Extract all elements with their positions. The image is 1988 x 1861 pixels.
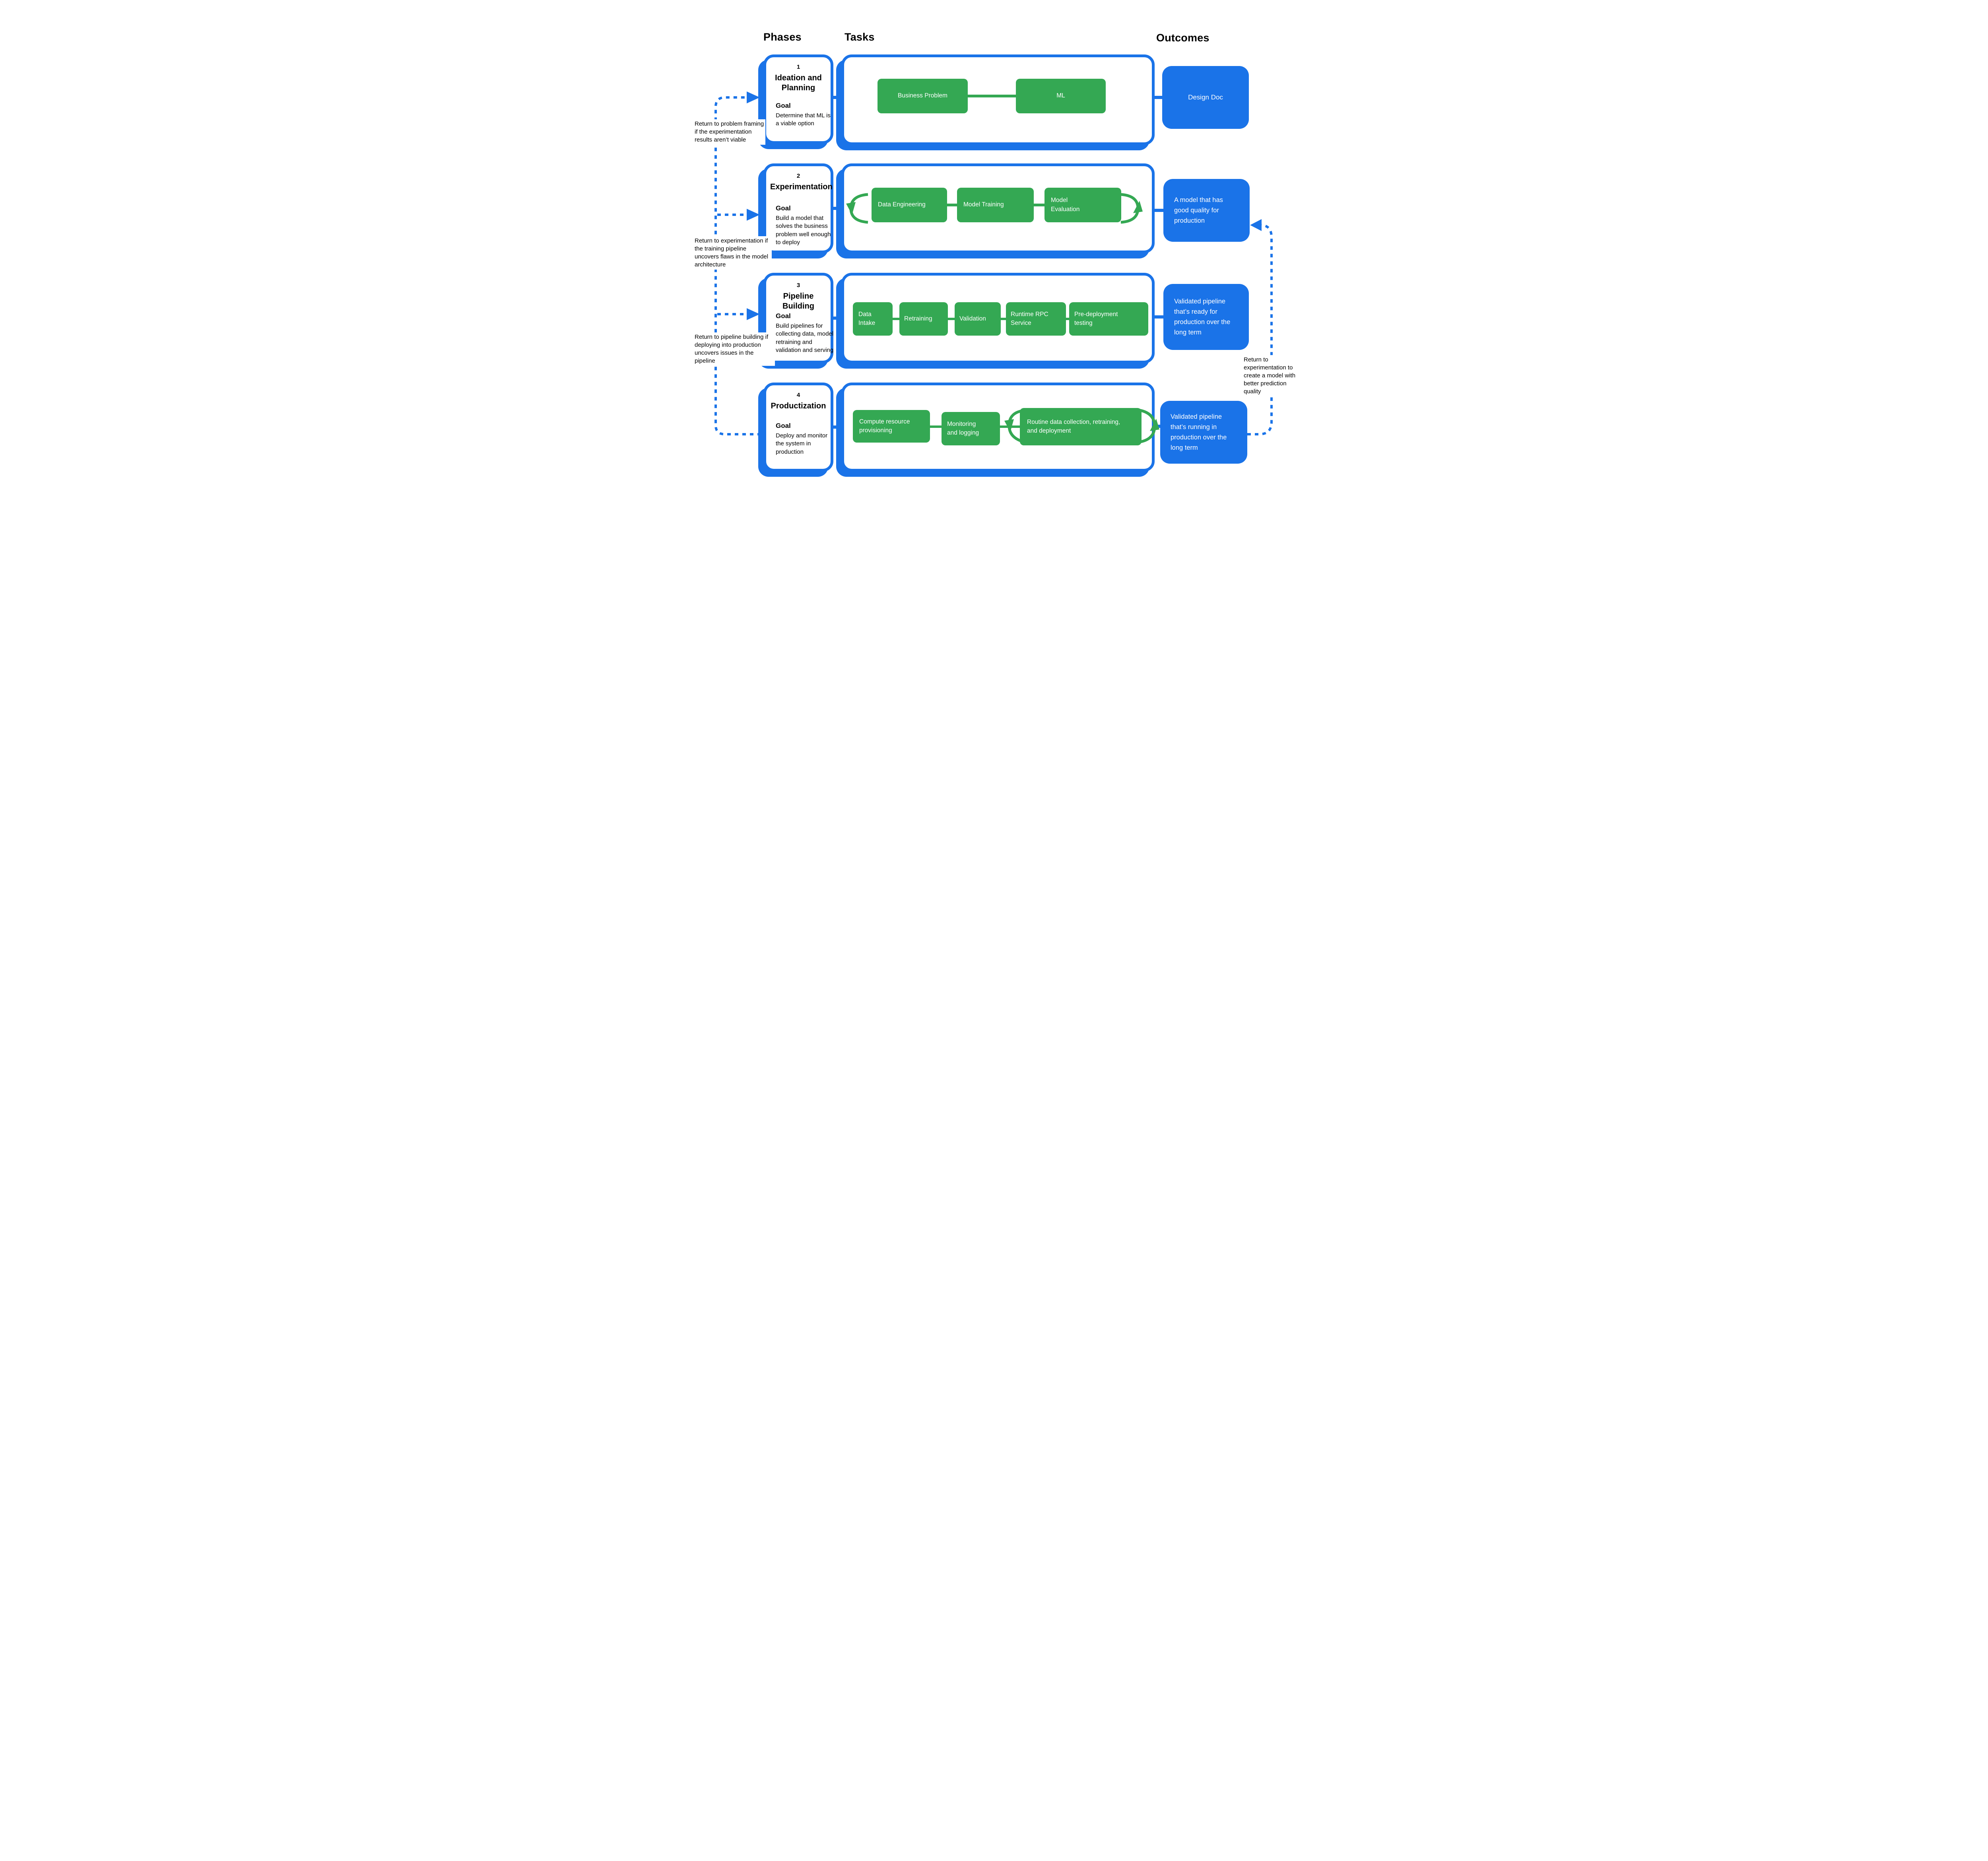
task-pre-deployment-testing: Pre-deployment testing [1069, 302, 1148, 336]
task-link [968, 95, 1016, 97]
task-label: Model Evaluation [1051, 197, 1080, 213]
card-face: 1 Ideation and Planning Goal Determine t… [763, 54, 833, 144]
goal-label: Goal [776, 102, 791, 109]
task-runtime-rpc-service: Runtime RPC Service [1006, 302, 1066, 336]
task-label: Validation [959, 315, 986, 322]
task-data-engineering: Data Engineering [872, 188, 947, 222]
outcome-design-doc: Design Doc [1162, 66, 1249, 129]
phase-card-experimentation: 2 Experimentation Goal Build a model tha… [758, 163, 833, 258]
phase-card-ideation-planning: 1 Ideation and Planning Goal Determine t… [758, 54, 833, 149]
outcome-good-quality-model: A model that has good quality for produc… [1163, 179, 1250, 242]
card-face: 4 Productization Goal Deploy and monitor… [763, 383, 833, 472]
outcome-text: Design Doc [1188, 93, 1223, 101]
tasks-to-outcome-connector [1153, 315, 1164, 319]
phase-number: 4 [796, 392, 800, 398]
task-routine-data-collection: Routine data collection, retraining, and… [1020, 408, 1142, 445]
task-label: Retraining [904, 315, 932, 322]
task-model-evaluation: Model Evaluation [1044, 188, 1121, 222]
goal-text: Determine that ML is a viable option [776, 112, 831, 127]
tasks-to-outcome-connector [1153, 209, 1164, 212]
phase-card-productization: 4 Productization Goal Deploy and monitor… [758, 383, 833, 477]
task-label: Routine data collection, retraining, and… [1027, 418, 1120, 434]
goal-label: Goal [776, 422, 791, 429]
note-return-to-experimentation: Return to experimentation if the trainin… [695, 236, 772, 270]
task-label: Data Engineering [878, 201, 926, 208]
task-retraining: Retraining [899, 302, 948, 336]
card-face: 2 Experimentation Goal Build a model tha… [763, 163, 833, 253]
note-return-to-pipeline-building: Return to pipeline building if deploying… [695, 332, 775, 366]
right-return-dashed-path [1247, 224, 1273, 435]
outcome-text: Validated pipeline that’s running in pro… [1171, 413, 1227, 452]
task-compute-resource-provisioning: Compute resource provisioning [853, 410, 930, 443]
phase-title: Pipeline Building [782, 292, 814, 311]
task-label: ML [1056, 92, 1065, 99]
outcome-validated-pipeline-running: Validated pipeline that’s running in pro… [1160, 401, 1247, 464]
card-face: 3 Pipeline Building Goal Build pipelines… [763, 273, 833, 363]
phase-card-pipeline-building: 3 Pipeline Building Goal Build pipelines… [758, 273, 833, 369]
phase-number: 3 [796, 282, 800, 289]
outcome-text: Validated pipeline that’s ready for prod… [1174, 297, 1231, 336]
goal-text: Build pipelines for collecting data, mod… [776, 322, 834, 354]
task-ml: ML [1016, 79, 1106, 113]
task-label: Model Training [963, 201, 1004, 208]
outcome-validated-pipeline-ready: Validated pipeline that’s ready for prod… [1163, 284, 1249, 350]
goal-label: Goal [776, 204, 791, 212]
outcome-text: A model that has good quality for produc… [1174, 196, 1223, 225]
task-label: Business Problem [898, 92, 947, 99]
phases-column-header: Phases [763, 31, 802, 43]
task-link [948, 318, 955, 320]
phase-number: 2 [796, 173, 800, 179]
task-link [893, 318, 899, 320]
goal-label: Goal [776, 312, 791, 320]
goal-text: Deploy and monitor the system in product… [776, 432, 828, 455]
goal-text: Build a model that solves the business p… [776, 215, 831, 246]
return-arrow-to-model-outcome-icon [1250, 219, 1262, 231]
phase-title: Productization [771, 402, 826, 410]
task-label: Runtime RPC Service [1011, 311, 1048, 326]
task-link [1066, 318, 1069, 320]
task-validation: Validation [955, 302, 1001, 336]
task-link [1000, 425, 1020, 428]
task-business-problem: Business Problem [878, 79, 968, 113]
note-return-to-problem-framing: Return to problem framing if the experim… [695, 119, 765, 145]
task-monitoring-and-logging: Monitoring and logging [942, 412, 1000, 445]
phase-number: 1 [796, 64, 800, 70]
task-label: Compute resource provisioning [859, 418, 910, 434]
task-label: Pre-deployment testing [1074, 311, 1118, 326]
note-return-for-better-prediction: Return to experimentation to create a mo… [1244, 355, 1304, 397]
task-data-intake: Data Intake [853, 302, 893, 336]
task-link [1034, 204, 1044, 206]
task-link [1001, 318, 1006, 320]
task-label: Monitoring and logging [947, 420, 979, 436]
ml-phases-diagram: Phases Tasks Outcomes 1 Ideation and Pla… [684, 0, 1304, 512]
task-link [947, 204, 957, 206]
outcomes-column-header: Outcomes [1156, 32, 1209, 44]
phase-title: Experimentation [770, 183, 833, 191]
task-model-training: Model Training [957, 188, 1034, 222]
task-link [930, 425, 942, 428]
tasks-column-header: Tasks [845, 31, 875, 43]
task-label: Data Intake [858, 311, 876, 326]
tasks-to-outcome-connector [1153, 96, 1163, 99]
phase-title: Ideation and Planning [775, 74, 822, 92]
